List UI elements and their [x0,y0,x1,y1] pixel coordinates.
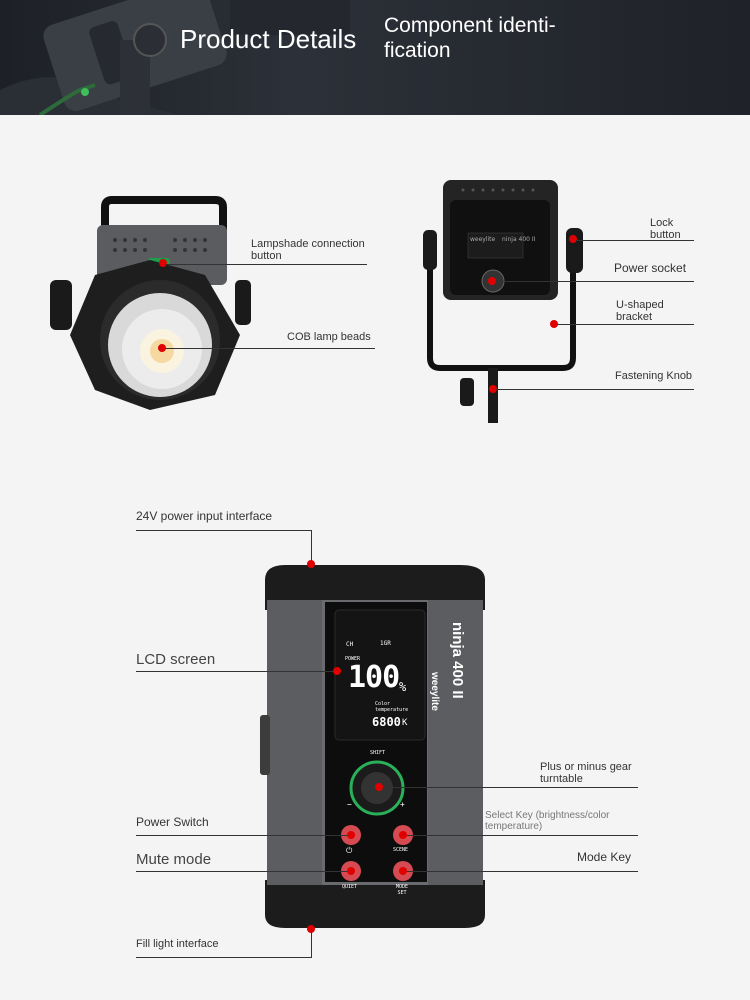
lcd-ch: CH [346,641,354,648]
marker-dot [399,831,407,839]
label-cob-beads: COB lamp beads [287,331,371,343]
marker-dot [307,560,315,568]
label-power-switch: Power Switch [136,815,209,829]
label-lcd-screen: LCD screen [136,651,216,668]
leader-line [311,530,312,564]
leader-line [136,871,351,872]
dial-plus-label: + [400,800,405,809]
lcd-color-value: 6800 [372,715,401,729]
lamp-rear-image [423,180,583,423]
leader-line [400,835,638,836]
marker-dot [159,259,167,267]
control-box-image [260,565,485,928]
box-brand: weeylite [429,672,440,711]
label-select-key: Select Key (brightness/color temperature… [485,810,610,832]
lamp-front-image [50,196,251,410]
page-title: Product Details [180,24,357,54]
dial-minus-label: − [347,800,352,809]
page-subtitle: Component identi-fication [384,14,556,62]
marker-dot [158,344,166,352]
label-lampshade-button: Lampshade connection button [251,238,365,262]
leader-line [496,281,694,282]
marker-dot [399,867,407,875]
leader-line [136,671,336,672]
lcd-color-label: Color temperature [375,701,409,713]
label-mute-mode: Mute mode [136,851,212,868]
marker-dot [347,867,355,875]
label-mode-key: Mode Key [577,850,632,864]
label-power-socket: Power socket [614,261,687,275]
lcd-color-unit: K [402,718,408,728]
lcd-gr: 1GR [380,640,391,647]
label-u-bracket: U-shaped bracket [616,299,664,323]
rear-badge-model: ninja 400 II [502,236,536,243]
leader-line [496,389,694,390]
quiet-button-label: QUIET [342,884,358,890]
leader-line [380,787,638,788]
marker-dot [550,320,558,328]
leader-line [136,530,312,531]
banner-light-image [0,0,350,115]
marker-dot [569,235,577,243]
leader-line [557,324,694,325]
marker-dot [347,831,355,839]
marker-dot [333,667,341,675]
leader-line [576,240,694,241]
lcd-power-unit: % [399,680,407,694]
leader-line [400,871,638,872]
leader-line [165,348,375,349]
leader-line [311,929,312,957]
header-banner: Product Details Component identi-ficatio… [0,0,750,115]
label-turntable: Plus or minus gear turntable [540,761,632,785]
lcd-power-label: POWER [345,656,361,662]
shift-label: SHIFT [370,750,386,756]
label-fill-light: Fill light interface [136,938,219,950]
label-power-input: 24V power input interface [136,509,273,523]
label-lock-button: Lock button [650,217,681,241]
lcd-power-value: 100 [348,660,400,695]
marker-dot [488,277,496,285]
leader-line [165,264,367,265]
box-model: ninja 400 II [449,622,466,699]
leader-line [136,957,312,958]
mode-set-button-label: MODE SET [395,884,409,896]
power-icon: ⏻ [346,846,353,855]
marker-dot [375,783,383,791]
leader-line [136,835,351,836]
label-fastening-knob: Fastening Knob [615,370,693,382]
marker-dot [489,385,497,393]
scene-button-label: SCENE [393,847,409,853]
rear-badge-brand: weeylite [470,236,496,243]
